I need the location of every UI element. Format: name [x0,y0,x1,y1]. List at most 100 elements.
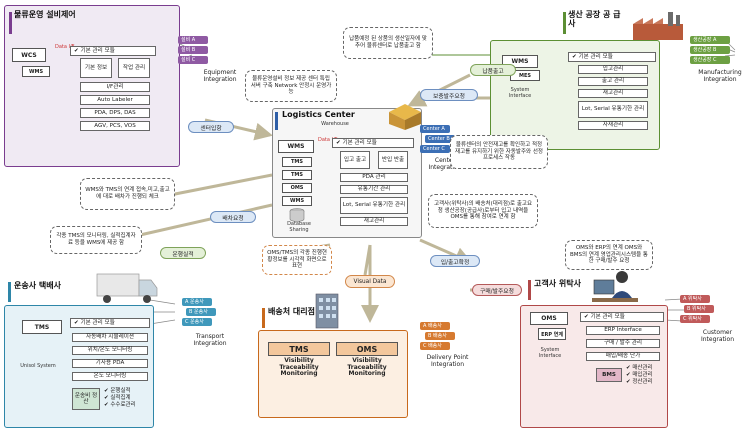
equipment-integration-label: Equipment Integration [203,69,237,83]
check-icon: ✔ [74,319,81,326]
factory-module-header: ✔ 기본 관리 모듈 [568,52,656,62]
factory-module-header-label: 기본 관리 모듈 [578,53,613,60]
logistics-row-3[interactable]: Lot, Serial 유통기한 관리 [340,197,408,214]
factory-tag-a[interactable]: 생산공장 A [690,36,730,44]
factory-integration-label: Manufacturing Integration [698,69,742,83]
customer-row-3[interactable]: 매입/배송 단가 [586,352,660,361]
logistics-data-if: Data I/F [318,137,338,143]
flow-purchase-request[interactable]: 구매/발주요청 [472,284,522,296]
equipment-row-3[interactable]: PDA, DPS, DAS [80,108,150,118]
logistics-subtitle: Warehouse [321,121,349,127]
customer-row-1[interactable]: ERP Interface [586,326,660,335]
note-equipment: 물류운영설비 정보 제공 센터 특립 서버 구축 Network 안정시 운영가… [245,70,337,102]
customer-erp-box[interactable]: ERP 연계 [538,328,566,340]
transport-row-1[interactable]: 자동배차 시뮬레이션 [72,333,148,342]
delivery-tag-c[interactable]: C 배송사 [420,342,450,350]
customer-module-header: ✔ 기본 관리 모듈 [580,312,664,322]
logistics-system-4[interactable]: OMS [282,183,312,193]
delivery-tag-a[interactable]: A 배송사 [420,322,450,330]
equipment-tag-c[interactable]: 설비 C [178,56,208,64]
logistics-system-1[interactable]: WMS [278,140,314,153]
customer-check-2: ✔ 매입관리 [626,371,653,378]
transport-check-2: ✔ 실적집계 [104,394,131,401]
logistics-system-5[interactable]: WMS [282,196,312,206]
equipment-wms-box[interactable]: WMS [22,66,50,77]
equipment-row-4[interactable]: AGV, PCS, VOS [80,121,150,131]
delivery-title: 배송처 대리점 [268,307,315,316]
flow-delivery-request[interactable]: 배차요청 [210,211,256,223]
transport-row-4[interactable]: 온도 모니터링 [72,372,148,381]
equipment-tag-b[interactable]: 설비 B [178,46,208,54]
customer-integration-label: Customer Integration [700,329,735,343]
factory-row-5[interactable]: 자재관리 [578,121,648,130]
customer-bms-box[interactable]: BMS [596,368,622,382]
customer-system-interface: System Interface [538,347,562,359]
factory-tag-c[interactable]: 생산공장 C [690,56,730,64]
equipment-tag-a[interactable]: 설비 A [178,36,208,44]
equipment-data-if: Data I/F [55,44,75,50]
transport-tag-c[interactable]: C 운송사 [182,318,212,326]
logistics-integration-label: Center Integration [428,157,462,171]
customer-row-2[interactable]: 구매 / 발주 관리 [586,339,660,348]
equipment-job-mgmt-box[interactable]: 작업 관리 [118,58,150,78]
customer-panel [520,305,668,428]
logistics-tag-b[interactable]: Center B [425,135,455,143]
flow-stock-in[interactable]: 납품출고 [470,64,516,76]
flow-stock-request[interactable]: 보충발주요청 [420,89,478,101]
delivery-tag-b[interactable]: B 배송사 [425,332,455,340]
logistics-tag-c[interactable]: Center C [420,145,450,153]
delivery-tms-features: Visibility Traceability Monitoring [279,357,319,378]
logistics-tag-a[interactable]: Center A [420,125,450,133]
transport-row-3[interactable]: 기사용 PDA [72,359,148,368]
customer-tag-c[interactable]: C 위탁사 [680,315,710,323]
logistics-in-out-box[interactable]: 입고 출고 [340,151,370,169]
flow-in-out-confirm[interactable]: 입/출고확정 [430,255,480,267]
note-wms-tms: WMS와 TMS의 연계 접속,미고,출고에 대로 배차가 진행되 체크 [80,178,175,210]
equipment-module-header: ✔ 기본 관리 모듈 [70,46,156,56]
logistics-accent [275,112,278,130]
transport-row-2[interactable]: 위치/온도 모니터링 [72,346,148,355]
transport-settlement-box[interactable]: 운송비 정산 [72,388,100,410]
delivery-integration-label: Delivery Point Integration [426,354,469,368]
transport-system-label: Unisol System [20,363,56,369]
flow-visual-data[interactable]: Visual Data [345,275,395,288]
logistics-row-2[interactable]: 유통기간 관리 [340,185,408,194]
note-replenish: 물류센터의 안전재고를 확인하고 적정재고를 유지하기 위한 자동발주와 선정 … [450,135,548,169]
check-icon: ✔ [74,47,81,54]
equipment-accent [9,12,12,34]
delivery-oms-box[interactable]: OMS [336,342,398,356]
logistics-return-box[interactable]: 반입 반출 [378,151,408,169]
flow-center-in[interactable]: 센터입항 [188,121,234,133]
factory-row-1[interactable]: 입고관리 [578,65,648,74]
factory-tag-b[interactable]: 생산공장 B [690,46,730,54]
transport-tag-a[interactable]: A 운송사 [182,298,212,306]
customer-tag-b[interactable]: B 위탁사 [684,305,714,313]
transport-check-1: ✔ 운행실적 [104,388,131,394]
factory-row-2[interactable]: 출고 관리 [578,77,648,86]
delivery-oms-features: Visibility Traceability Monitoring [347,357,387,378]
customer-module-header-label: 기본 관리 모듈 [590,313,625,320]
logistics-row-4[interactable]: 재고관리 [340,217,408,226]
factory-row-3[interactable]: 재고관리 [578,89,648,98]
delivery-tms-box[interactable]: TMS [268,342,330,356]
logistics-db-label: Database Sharing [287,221,311,233]
customer-oms-box[interactable]: OMS [530,312,568,325]
equipment-row-1[interactable]: I/F관리 [80,82,150,92]
logistics-system-2[interactable]: TMS [282,157,312,167]
transport-tag-b[interactable]: B 운송사 [186,308,216,316]
equipment-basic-info-box[interactable]: 기본 정보 [80,58,112,78]
note-customer: 고객사(위탁사)의 배송처(대리점)로 출고요청 생산공장(공급사)로부터 입고… [428,194,538,228]
database-icon [289,208,305,222]
logistics-row-1[interactable]: PDA 관리 [340,173,408,182]
flow-ops-record[interactable]: 운행실적 [160,247,206,259]
equipment-row-2[interactable]: Auto Labeler [80,95,150,105]
customer-tag-a[interactable]: A 위탁사 [680,295,710,303]
transport-tms-box[interactable]: TMS [22,320,62,334]
logistics-system-3[interactable]: TMS [282,170,312,180]
transport-integration-label: Transport Integration [193,333,227,347]
factory-row-4[interactable]: Lot, Serial 유통기한 관리 [578,101,648,118]
customer-check-3: ✔ 정산관리 [626,378,653,385]
equipment-wcs-box[interactable]: WCS [12,48,46,62]
factory-accent [563,12,566,34]
factory-title: 생산 공장 공 급 사 [568,10,621,28]
